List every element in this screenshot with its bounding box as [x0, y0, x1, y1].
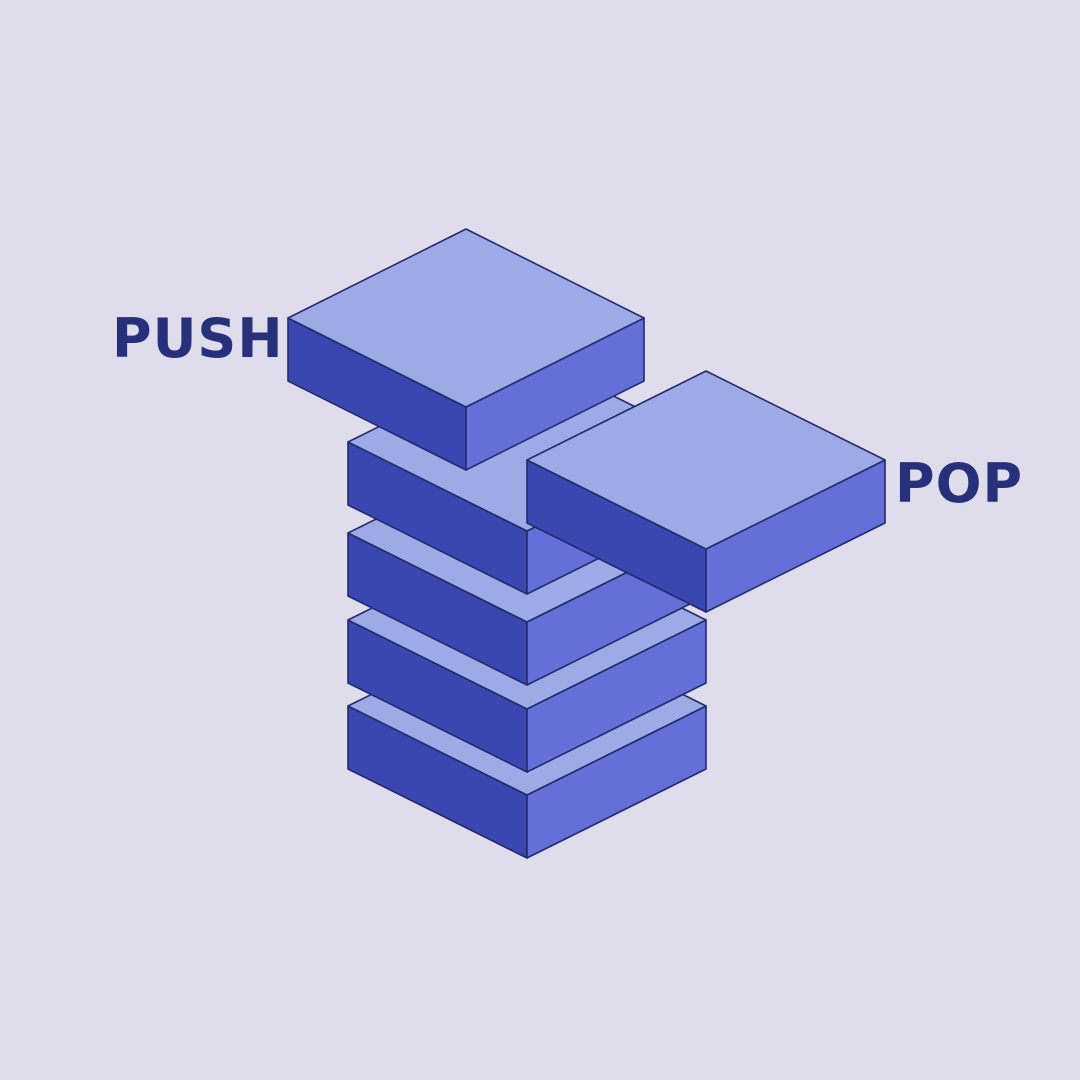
push-block-top-face — [287, 228, 645, 408]
pop-block — [526, 370, 886, 613]
pop-label: POP — [895, 452, 1023, 515]
push-label: PUSH — [112, 307, 284, 370]
stack-blocks — [287, 228, 886, 859]
pop-block-top-face — [526, 370, 886, 550]
push-block — [287, 228, 645, 471]
